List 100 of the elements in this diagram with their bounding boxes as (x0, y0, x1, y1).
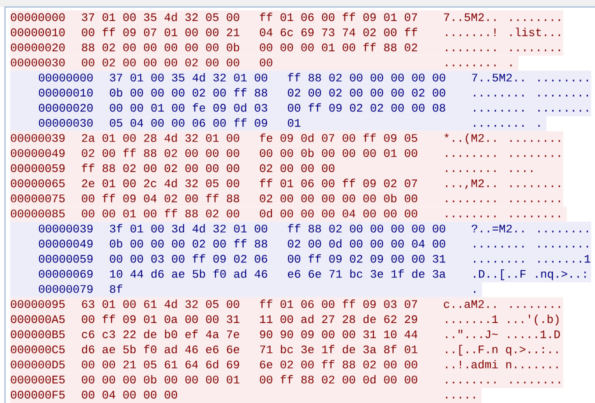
node-label: 00000000 (38, 74, 93, 82)
node-label: 7..5M2.. ........ (472, 74, 588, 82)
node-label: ........ . (446, 64, 512, 66)
hex-dump-row: 00000095 63 01 00 61 4d 32 05 00 ff 01 06 00 ff 09 03 07 c..aM2.. ........ (10, 297, 564, 312)
hex-dump-row: 00000020 00 00 01 00 fe 09 0d 03 00 ff 09 02 02 00 00 08 ........ ........ (10, 101, 592, 116)
node-label: 37 01 00 35 4d 32 01 00 (110, 73, 268, 82)
node-label: 00 00 01 00 ff 88 02 00 (82, 208, 240, 218)
node-label: 000000D5 (10, 360, 65, 368)
node-label: 71 bc 3e 1f de 3a 8f 01 (260, 344, 418, 354)
node-label: 00 (260, 58, 272, 66)
node-label: ff 01 06 00 ff 09 03 07 (260, 300, 417, 308)
node-label: 00 ff 09 04 02 00 ff 88 (82, 194, 240, 202)
node-label: 90 90 09 00 00 31 10 44 (260, 330, 418, 338)
node-label: 02 00 00 00 00 00 0b 00 (260, 194, 418, 202)
node-label: ...,M2.. ........ (446, 179, 560, 190)
node-label: .......! .list... (446, 28, 560, 36)
node-label: 00000075 (10, 194, 65, 202)
node-label: ........ ........ (474, 110, 588, 112)
node-label: 00000000 (10, 13, 65, 22)
node-label: 00 00 00 01 00 ff 88 02 (260, 42, 418, 52)
node-label: 000000B5 (10, 330, 65, 338)
node-label: c6 c3 22 de b0 ef 4a 7e (82, 330, 240, 338)
hex-dump-row: 00000049 02 00 ff 88 02 00 00 00 00 00 0b 00 00 00 01 00 ........ ........ (10, 146, 564, 162)
node-label: 00000059 (10, 164, 65, 172)
node-label: ........ ........ (446, 216, 560, 218)
node-label: 00000039 (10, 134, 65, 142)
hex-dump-row: 000000E5 00 00 00 0b 00 00 00 01 00 ff 88 02 00 0d 00 00 ........ ........ (10, 372, 564, 388)
node-label: 0b 00 00 00 02 00 ff 88 (110, 239, 268, 248)
node-label: 2e 01 00 2c 4d 32 05 00 (82, 178, 240, 188)
node-label: 6e 02 00 ff 88 02 00 00 (260, 360, 418, 368)
node-label: 00000049 (10, 149, 65, 157)
node-label: d6 ae 5b f0 ad 46 e6 6e (82, 344, 240, 354)
node-label: .."...J~ .....1.D (446, 330, 560, 338)
node-label: ?..=M2.. ........ (472, 224, 588, 232)
node-label: ........ . (474, 125, 540, 127)
hex-dump-row: 00000030 05 04 00 00 06 00 ff 09 01 ........ . (10, 116, 546, 132)
node-label: 02 00 0d 00 00 00 04 00 (288, 239, 446, 248)
node-label: ........ ........ (446, 200, 560, 202)
node-label: 00000049 (38, 240, 93, 248)
node-label: 02 00 02 00 00 00 02 00 (288, 88, 446, 97)
node-label: 8f (110, 284, 122, 293)
node-label: . (474, 291, 476, 293)
node-label: 00000030 (10, 58, 65, 66)
hex-dump-row: 00000030 00 02 00 00 00 02 00 00 00 ........ . (10, 56, 518, 71)
node-label: 00000059 (38, 254, 93, 263)
node-label: 63 01 00 61 4d 32 05 00 (82, 300, 240, 308)
node-label: 00000030 (38, 119, 93, 127)
node-label: ..[..F.n q.>..:.. (446, 344, 558, 356)
node-label: 00000079 (38, 285, 93, 293)
node-label: 00 ff 09 01 0a 00 00 31 (82, 314, 240, 324)
hex-dump-row: 00000039 2a 01 00 28 4d 32 01 00 fe 09 0d 07 00 ff 09 05 *..(M2.. ........ (10, 131, 564, 146)
node-label: 00000010 (38, 88, 93, 97)
hex-dump-row: 00000000 37 01 00 35 4d 32 01 00 ff 88 02 00 00 00 00 00 7..5M2.. ........ (10, 70, 592, 86)
node-label: ........ ........ (446, 382, 560, 384)
node-label: 00 00 21 05 61 64 6d 69 (82, 360, 240, 368)
node-label: 00 04 00 00 00 (82, 390, 178, 399)
node-label: c..aM2.. ........ (444, 300, 560, 308)
node-label: ff 88 02 00 00 00 00 00 (288, 73, 446, 82)
node-label: ff 88 02 00 00 00 00 00 (288, 224, 446, 232)
node-label: 7..5M2.. ........ (444, 13, 560, 22)
hex-dump-row: 000000A5 00 ff 09 01 0a 00 00 31 11 00 ad 27 28 de 62 29 .......1 ...'(.b) (10, 312, 564, 328)
node-label: 00000010 (10, 28, 65, 36)
node-label: 00000020 (38, 104, 93, 112)
node-label: ff 01 06 00 ff 09 01 07 (260, 12, 417, 22)
node-label: 11 00 ad 27 28 de 62 29 (260, 314, 418, 324)
node-label: 0b 00 00 00 02 00 ff 88 (110, 88, 268, 97)
node-label: 00 ff 09 02 02 00 00 08 (288, 103, 446, 112)
node-label: 000000F5 (10, 390, 65, 399)
node-label: 04 6c 69 73 74 02 00 ff (260, 28, 418, 36)
node-label: 00000095 (10, 300, 65, 308)
hex-dump-row: 00000059 ff 88 02 00 02 00 00 00 02 00 00 00 ........ .... (10, 161, 564, 177)
hex-dump-row: 00000065 2e 01 00 2c 4d 32 05 00 ff 01 06 00 ff 09 02 07 ...,M2.. ........ (10, 176, 564, 192)
node-label: ........ ........ (474, 94, 588, 96)
node-label: ..... (446, 396, 475, 398)
node-label: 00 02 00 00 00 02 00 00 (82, 58, 240, 66)
node-label: .D..[..F .nq.>..: (474, 269, 586, 280)
node-label: 05 04 00 00 06 00 ff 09 (110, 118, 268, 127)
node-label: fe 09 0d 07 00 ff 09 05 (260, 133, 418, 142)
node-label: ........ ........ (446, 50, 560, 52)
node-label: 00000020 (10, 44, 65, 52)
node-label: ff 88 02 00 02 00 00 00 (82, 164, 240, 172)
hex-dump-row: 00000079 8f . (10, 282, 482, 298)
node-label: 00000069 (38, 270, 93, 278)
hex-dump-row: 00000010 00 ff 09 07 01 00 00 21 04 6c 69 73 74 02 00 ff .......! .list... (10, 26, 564, 41)
node-label: 88 02 00 00 00 00 00 0b (82, 42, 240, 52)
node-label: 3f 01 00 3d 4d 32 01 00 (110, 224, 268, 233)
node-label: 000000C5 (10, 346, 65, 354)
node-label: 00 00 0b 00 00 00 01 00 (260, 148, 418, 157)
hex-dump-row: 00000020 88 02 00 00 00 00 00 0b 00 00 00 01 00 ff 88 02 ........ ........ (10, 40, 564, 56)
node-label: ff 01 06 00 ff 09 02 07 (260, 178, 417, 188)
hex-dump-row: 00000069 10 44 d6 ae 5b f0 ad 46 e6 6e 71 bc 3e 1f de 3a .D..[..F .nq.>..: (10, 267, 592, 282)
node-label: ..!.admi n....... (446, 360, 558, 368)
hex-dump-row: 000000B5 c6 c3 22 de b0 ef 4a 7e 90 90 09 00 00 31 10 44 .."...J~ .....1.D (10, 327, 564, 343)
node-label: 00 00 00 0b 00 00 00 01 (82, 375, 240, 384)
node-label: ........ ........ (474, 246, 588, 248)
hex-dump-row: 00000039 3f 01 00 3d 4d 32 01 00 ff 88 02 00 00 00 00 00 ?..=M2.. ........ (10, 222, 592, 237)
hex-dump-row: 00000000 37 01 00 35 4d 32 05 00 ff 01 06 00 ff 09 01 07 7..5M2.. ........ (10, 10, 564, 26)
node-label: 0d 00 00 00 04 00 00 00 (260, 208, 418, 218)
node-label: 000000E5 (10, 376, 65, 384)
node-label: 00 ff 09 07 01 00 00 21 (82, 28, 240, 36)
